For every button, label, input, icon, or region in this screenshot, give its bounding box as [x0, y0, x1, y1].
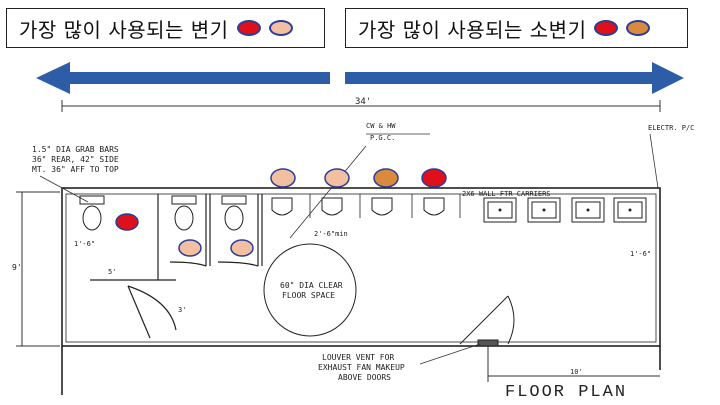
- louver-3: ABOVE DOORS: [338, 373, 391, 382]
- louver-1: LOUVER VENT FOR: [322, 353, 394, 362]
- dim-right: 1'-6": [630, 250, 651, 258]
- height-dim-label: 9': [12, 263, 22, 272]
- dim-10: 10': [570, 368, 583, 376]
- sinks: [483, 197, 647, 223]
- right-arrow: [345, 62, 684, 94]
- height-dimension: [16, 191, 60, 347]
- grab-note-3: MT. 36" AFF TO TOP: [32, 165, 119, 174]
- clear-floor-circle: [263, 243, 357, 337]
- legend-toilets-label: 가장 많이 사용되는 변기: [19, 17, 229, 42]
- width-dim-label: 34': [355, 97, 371, 107]
- legend-orange-dot: [626, 20, 651, 36]
- legend-peach-dot: [268, 20, 293, 36]
- dim-urinal: 2'-6"min: [314, 230, 348, 238]
- carriers-label: 2X6 WALL FTR CARRIERS: [462, 190, 551, 198]
- legend-urinals: 가장 많이 사용되는 소변기: [345, 8, 688, 48]
- electr-label: ELECTR. P/C: [648, 124, 694, 132]
- marker-urinal-3-orange: [373, 168, 399, 188]
- marker-toilet-1-red: [115, 213, 139, 231]
- left-arrow: [36, 62, 330, 94]
- usage-markers: [115, 168, 447, 257]
- floor-plan-title: FLOOR PLAN: [505, 383, 627, 402]
- marker-urinal-1-peach: [270, 168, 296, 188]
- entry-door: [459, 295, 515, 347]
- marker-toilet-2-peach: [178, 239, 202, 257]
- dim-5: 5': [108, 268, 116, 276]
- marker-urinal-4-red: [421, 168, 447, 188]
- stall-partitions: [90, 194, 263, 339]
- pgc-label: P.G.C.: [370, 134, 395, 142]
- sink-drains: [498, 208, 632, 212]
- legend-red-dot-2: [594, 20, 619, 36]
- dim-left: 1'-6": [74, 240, 95, 248]
- marker-urinal-2-peach: [324, 168, 350, 188]
- dim-3: 3': [178, 306, 186, 314]
- toilet-fixtures: [79, 195, 247, 231]
- urinal-fixtures: [271, 197, 445, 216]
- walls: [61, 187, 661, 395]
- legend-urinals-label: 가장 많이 사용되는 소변기: [358, 17, 587, 42]
- width-dimension: [61, 100, 661, 112]
- legend-red-dot: [236, 20, 261, 36]
- marker-toilet-3-peach: [230, 239, 254, 257]
- louver-2: EXHAUST FAN MAKEUP: [318, 363, 405, 372]
- clear-space-2: FLOOR SPACE: [282, 291, 335, 300]
- clear-space-1: 60" DIA CLEAR: [280, 281, 343, 290]
- cw-hw-label: CW & HW: [366, 122, 396, 130]
- grab-note-1: 1.5" DIA GRAB BARS: [32, 145, 119, 154]
- grab-note-2: 36" REAR, 42" SIDE: [32, 155, 119, 164]
- legend-toilets: 가장 많이 사용되는 변기: [6, 8, 325, 48]
